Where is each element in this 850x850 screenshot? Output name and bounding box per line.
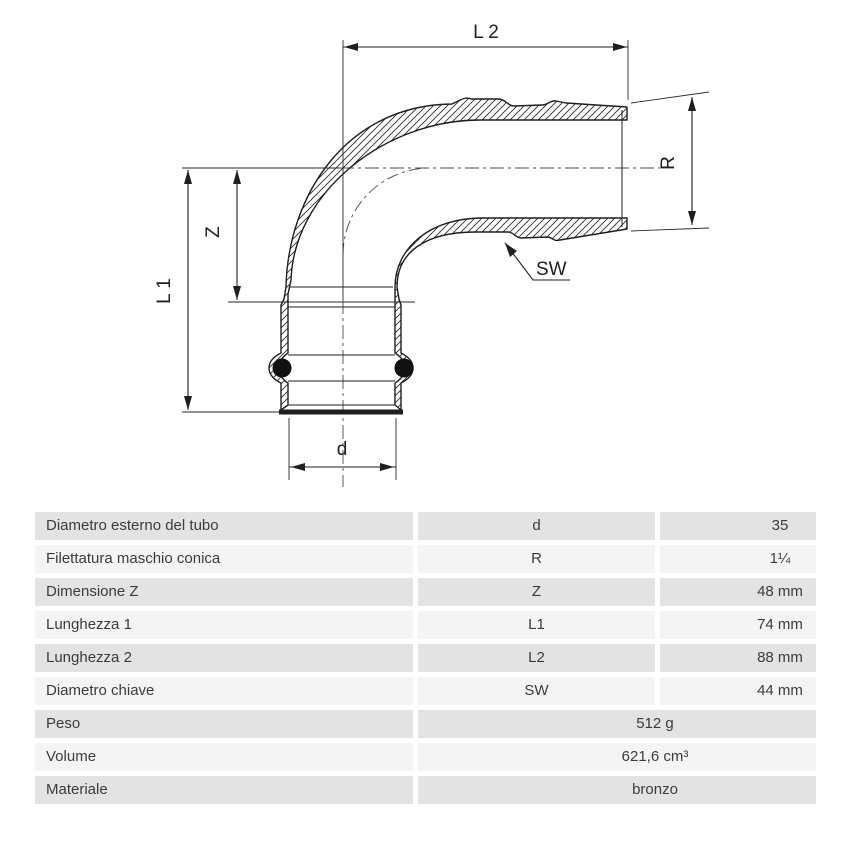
row-value: 621,6 cm³ [418, 743, 816, 771]
dimension-label-r: R [658, 156, 679, 170]
arrowhead-icon [688, 211, 696, 225]
technical-drawing: L 2 R Z L 1 [154, 22, 710, 487]
row-value: 1¼ [660, 545, 816, 573]
arrowhead-icon [291, 463, 305, 471]
arrowhead-icon [233, 286, 241, 300]
row-label: Filettatura maschio conica [35, 545, 413, 573]
row-value: 88 mm [660, 644, 816, 672]
extension-lines [182, 40, 710, 480]
dimension-label-d: d [337, 439, 348, 460]
elbow-outer-wall [268, 97, 628, 411]
row-label: Volume [35, 743, 413, 771]
dimension-label-l2: L 2 [473, 22, 499, 43]
o-ring-right [394, 358, 414, 378]
leader-sw: SW [504, 242, 570, 281]
row-symbol: SW [418, 677, 655, 705]
row-symbol: L2 [418, 644, 655, 672]
row-label: Diametro chiave [35, 677, 413, 705]
arrowhead-icon [233, 170, 241, 184]
elbow-fitting-diagram: L 2 R Z L 1 [154, 22, 710, 487]
arrowhead-icon [184, 396, 192, 410]
arrowhead-icon [688, 97, 696, 111]
row-symbol: R [418, 545, 655, 573]
row-symbol: L1 [418, 611, 655, 639]
arrowhead-icon [380, 463, 394, 471]
dimension-d: d [289, 439, 396, 471]
dimension-label-z: Z [203, 226, 224, 238]
arrowhead-icon [505, 243, 517, 257]
row-symbol: Z [418, 578, 655, 606]
arrowhead-icon [184, 170, 192, 184]
row-label: Lunghezza 1 [35, 611, 413, 639]
dimension-l1: L 1 [154, 170, 192, 410]
socket-detail-lines [288, 110, 623, 406]
arrowhead-icon [344, 43, 358, 51]
row-value: 48 mm [660, 578, 816, 606]
row-value: 44 mm [660, 677, 816, 705]
arrowhead-icon [613, 43, 627, 51]
dimension-l2: L 2 [343, 22, 628, 51]
row-value: 74 mm [660, 611, 816, 639]
centerlines [340, 167, 660, 487]
row-label: Lunghezza 2 [35, 644, 413, 672]
row-label: Materiale [35, 776, 413, 804]
row-value: 35 [660, 512, 816, 540]
elbow-inner-wall [394, 217, 628, 411]
row-label: Peso [35, 710, 413, 738]
row-symbol: d [418, 512, 655, 540]
row-label: Diametro esterno del tubo [35, 512, 413, 540]
dimension-r: R [658, 97, 696, 225]
row-value: 512 g [418, 710, 816, 738]
dimension-label-l1: L 1 [154, 278, 175, 304]
o-ring-left [272, 358, 292, 378]
dimension-z: Z [203, 170, 241, 300]
dimension-label-sw: SW [536, 259, 567, 280]
row-value: bronzo [418, 776, 816, 804]
row-label: Dimensione Z [35, 578, 413, 606]
